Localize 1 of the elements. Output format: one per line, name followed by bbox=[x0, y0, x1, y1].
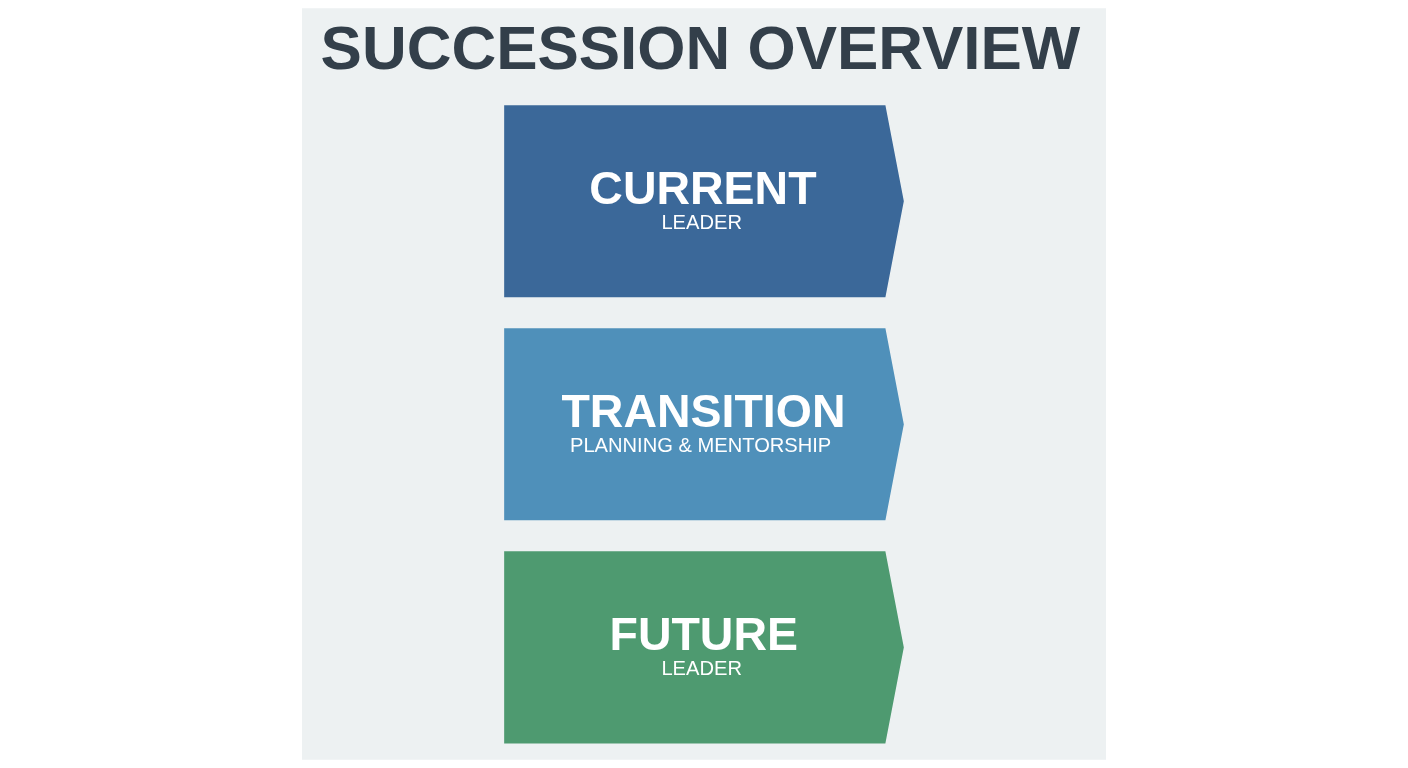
diagram-title: SUCCESSION OVERVIEW bbox=[320, 12, 1081, 82]
